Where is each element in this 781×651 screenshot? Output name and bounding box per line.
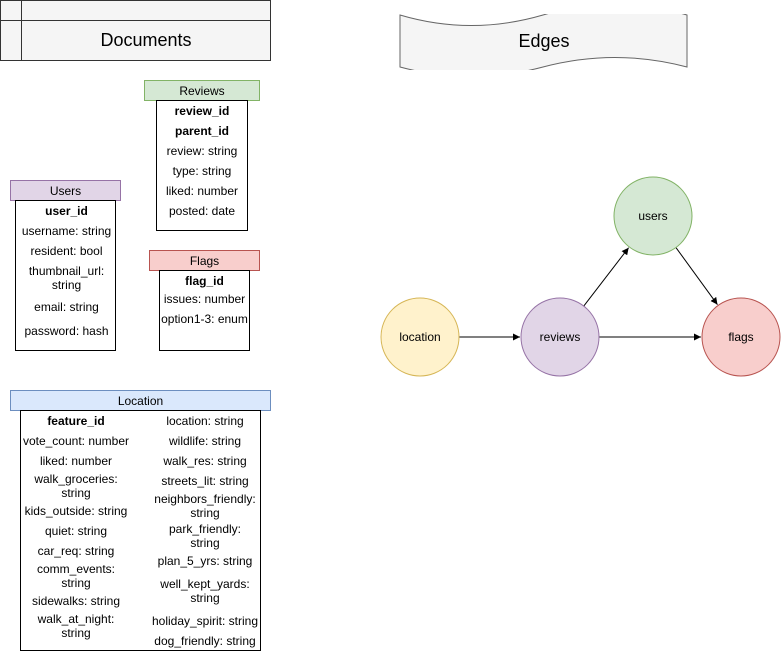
location-field-left: walk_groceries: string — [34, 472, 118, 500]
graph-node-flags — [701, 297, 781, 377]
flags-field: option1-3: enum — [161, 312, 248, 326]
documents-title: Documents — [100, 30, 192, 50]
users-field: password: hash — [24, 324, 109, 338]
location-field-left: comm_events: string — [36, 562, 116, 590]
reviews-field: review: string — [166, 144, 238, 158]
flags-field: issues: number — [163, 292, 246, 306]
location-field-right: park_friendly: string — [168, 522, 242, 550]
graph-node-label: flags — [728, 330, 753, 344]
users-field: thumbnail_url: string — [28, 264, 105, 292]
location-field-right: walk_res: string — [163, 454, 247, 468]
reviews-title: Reviews — [179, 83, 225, 98]
graph-node-location — [380, 297, 460, 377]
location-field-right: well_kept_yards: string — [160, 577, 250, 605]
location-field-left: sidewalks: string — [31, 594, 121, 608]
edges-banner: Edges — [399, 14, 688, 70]
header-divider-vertical — [21, 1, 22, 60]
graph-node-label: users — [638, 209, 667, 223]
users-title: Users — [49, 183, 82, 198]
location-field-left: vote_count: number — [22, 434, 130, 448]
edges-banner-title: Edges — [518, 31, 569, 51]
location-field-right: location: string — [166, 414, 244, 428]
users-field: email: string — [34, 300, 99, 314]
flags-field: flag_id — [185, 274, 224, 288]
reviews-field: parent_id — [174, 124, 229, 138]
graph-node-label: reviews — [540, 330, 581, 344]
users-field: resident: bool — [30, 244, 103, 258]
location-field-right: holiday_spirit: string — [151, 614, 259, 628]
location-field-left: feature_id — [47, 414, 105, 428]
graph-edge-users-to-flags — [675, 247, 718, 305]
location-title: Location — [117, 393, 164, 408]
location-fields-box: feature_id vote_count: number liked: numbe… — [20, 410, 261, 651]
graph-node-reviews — [520, 297, 600, 377]
location-field-right: neighbors_friendly: string — [154, 492, 256, 520]
location-field-right: plan_5_yrs: string — [157, 554, 253, 568]
location-field-left: quiet: string — [44, 524, 108, 538]
header-divider-horizontal — [1, 20, 270, 21]
location-field-left: walk_at_night: string — [37, 612, 115, 640]
documents-header: Documents — [0, 0, 271, 61]
location-field-right: dog_friendly: string — [154, 634, 256, 648]
location-field-left: liked: number — [39, 454, 113, 468]
users-field: username: string — [21, 224, 112, 238]
graph-node-label: location — [399, 330, 440, 344]
users-fields-box: user_id username: string resident: bool thu… — [15, 200, 116, 351]
location-field-left: car_req: string — [37, 544, 115, 558]
graph-node-users — [613, 176, 693, 256]
reviews-field: liked: number — [165, 184, 239, 198]
reviews-field: type: string — [172, 164, 232, 178]
users-field: user_id — [45, 204, 88, 218]
reviews-fields-box: review_id parent_id review: string type: st… — [156, 100, 248, 231]
location-field-right: wildlife: string — [168, 434, 242, 448]
location-field-left: kids_outside: string — [24, 504, 128, 518]
location-field-right: streets_lit: string — [161, 474, 249, 488]
graph-edge-reviews-to-users — [583, 247, 630, 307]
flags-title: Flags — [189, 253, 220, 268]
edges-banner-shape — [399, 14, 688, 70]
flags-fields-box: flag_id issues: number option1-3: enum — [159, 270, 250, 351]
reviews-field: posted: date — [168, 204, 236, 218]
reviews-field: review_id — [174, 104, 230, 118]
